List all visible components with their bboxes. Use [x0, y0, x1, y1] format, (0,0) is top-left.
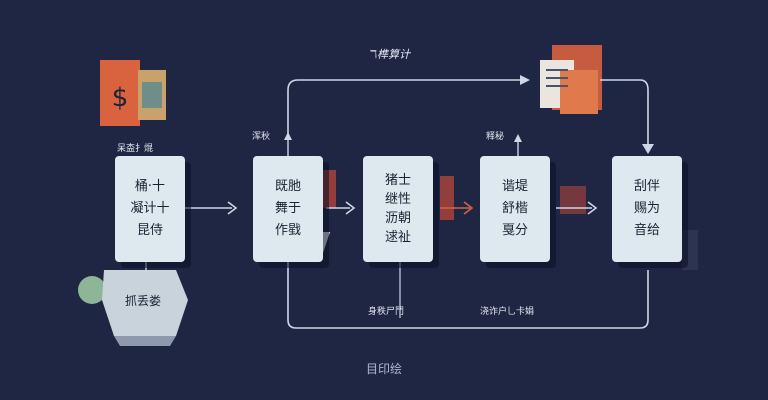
step-card-2[interactable]: 既肔 舞于 作戥	[253, 156, 323, 262]
card3-line-4: 逑祉	[384, 230, 411, 245]
arrow-head-icon	[227, 201, 238, 215]
card2-accent	[322, 170, 336, 208]
step-card-3[interactable]: 猪士 继性 沥朝 逑祉	[363, 156, 433, 262]
label-above-card1: 呆㭗扌焜	[117, 144, 154, 154]
step-card-1[interactable]: 桶·十 凝计十 昆侍	[115, 156, 185, 262]
document-icon	[540, 45, 602, 114]
step-card-5[interactable]: 刮伴 赐为 音给	[612, 156, 682, 262]
card5-line-2: 赐为	[633, 201, 660, 216]
card1-line-1: 桶·十	[134, 179, 166, 194]
arrow-up-icon	[514, 134, 522, 142]
step-card-4[interactable]: 谐堤 舒楷 戛分	[480, 156, 550, 262]
card4-accent	[560, 186, 586, 214]
card5-line-3: 音给	[633, 223, 660, 238]
card4-line-3: 戛分	[501, 223, 528, 238]
dollar-document-icon: $	[100, 60, 166, 126]
card5-line-1: 刮伴	[633, 179, 660, 194]
diagram-footer: 目印绘	[366, 362, 403, 376]
stack-shape	[78, 262, 188, 346]
top-connector-right	[600, 79, 649, 146]
card1-line-3: 昆侍	[136, 223, 163, 238]
card3-line-1: 猪士	[384, 173, 411, 188]
card5-shadow-accent	[682, 230, 698, 270]
card3-line-3: 沥朝	[384, 211, 411, 226]
label-below-card3: 身秩尸鬥	[368, 307, 405, 317]
label-below-card4: 浇诈户乚卡娟	[480, 307, 535, 317]
top-connector-left	[287, 79, 520, 140]
card4-line-1: 谐堤	[501, 179, 528, 194]
arrow-down-icon	[642, 144, 654, 154]
label-above-card2: 浑秋	[252, 132, 271, 142]
card4-line-2: 舒楷	[501, 201, 528, 216]
arrow-up-icon	[284, 132, 292, 140]
card2-line-1: 既肔	[274, 179, 301, 194]
card3-line-2: 继性	[384, 192, 411, 207]
bottom-loop-connector	[287, 262, 649, 329]
diagram-title: ℸ榫算计	[370, 48, 411, 61]
card2-line-3: 作戥	[274, 223, 301, 238]
stack-label: 抓丢娄	[125, 294, 162, 308]
card2-line-2: 舞于	[274, 201, 301, 216]
card3-accent	[440, 176, 454, 220]
label-above-card4: 释秘	[486, 132, 505, 142]
svg-text:$: $	[112, 83, 129, 113]
arrow-head-icon	[345, 201, 356, 215]
arrow-head-icon	[587, 201, 598, 215]
arrow-right-icon	[520, 75, 530, 85]
arrow-head-icon	[463, 201, 474, 215]
card1-line-2: 凝计十	[130, 201, 170, 216]
